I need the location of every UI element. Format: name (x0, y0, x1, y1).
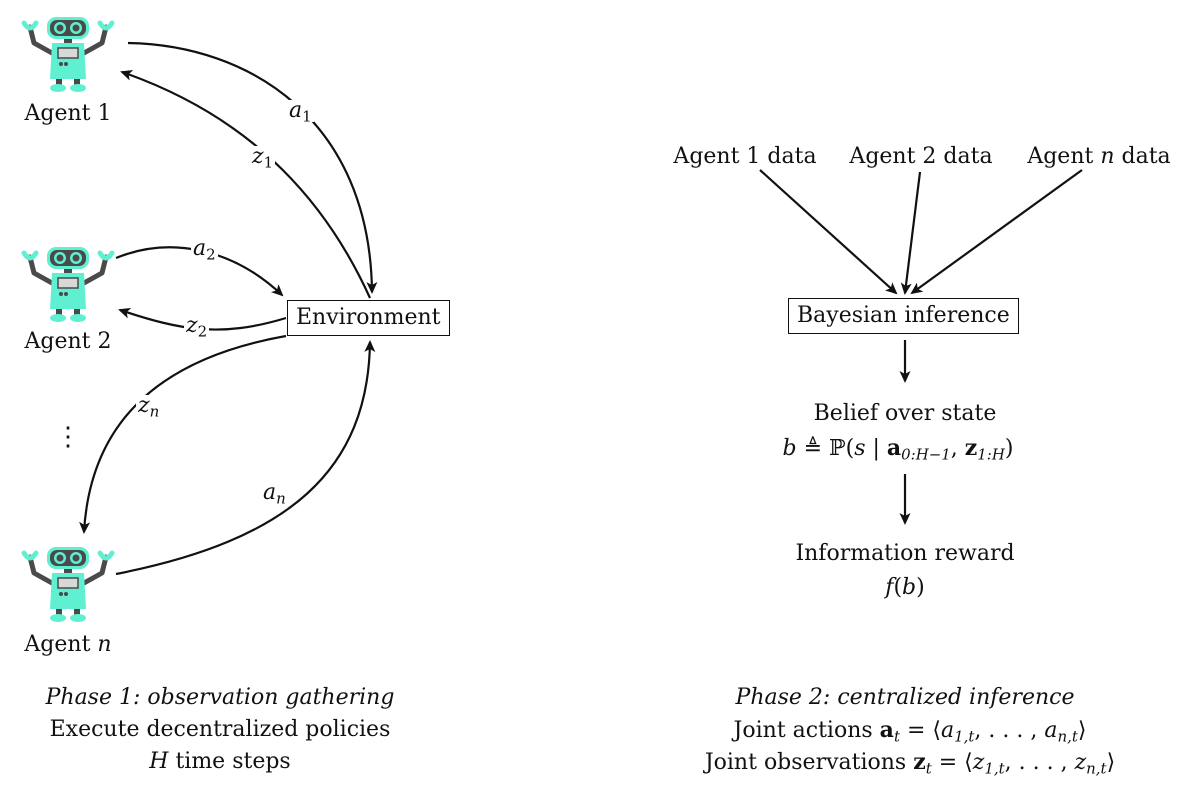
robot-icon-agent-1 (24, 17, 112, 92)
edge-agent2-data-to-inference (900, 171, 922, 295)
edge-agentn-data-to-inference (910, 169, 1083, 295)
edge-label-a2: a2 (191, 236, 218, 264)
phase2-caption-title: Phase 2: centralized inference (735, 685, 1075, 710)
phase2-caption-joint-observations: Joint observations zt = ⟨z1,t, . . . , z… (704, 749, 1116, 778)
agent-2-data-label: Agent 2 data (849, 144, 993, 169)
belief-title: Belief over state (813, 401, 997, 426)
edge-agent1-data-to-inference (759, 169, 898, 295)
belief-formula: b ≜ ℙ(s | a0:H−1, z1:H) (782, 435, 1014, 464)
edge-z1 (120, 70, 372, 299)
bayesian-inference-box: Bayesian inference (788, 298, 1019, 334)
phase2-caption-joint-actions: Joint actions at = ⟨a1,t, . . . , an,t⟩ (733, 717, 1087, 746)
robot-icon-agent-n (24, 547, 112, 622)
agents-ellipsis: ⋮ (55, 422, 81, 452)
edge-label-zn: zn (136, 393, 162, 421)
edge-zn (79, 334, 287, 534)
edge-label-a1: a1 (287, 98, 314, 126)
robot-icon-agent-2 (24, 247, 112, 322)
agent-1-label: Agent 1 (24, 101, 112, 126)
edge-label-z2: z2 (184, 313, 210, 341)
agent-n-label: Agent n (24, 632, 112, 657)
edge-label-z1: z1 (250, 144, 276, 172)
environment-box: Environment (287, 300, 450, 336)
reward-title: Information reward (795, 541, 1015, 566)
agent-n-data-label: Agent n data (1027, 144, 1171, 169)
agent-2-label: Agent 2 (24, 329, 112, 354)
phase1-caption-timesteps: H time steps (149, 749, 291, 774)
phase1-caption-title: Phase 1: observation gathering (45, 685, 395, 710)
agent-1-data-label: Agent 1 data (673, 144, 817, 169)
reward-formula: f(b) (885, 575, 925, 600)
edge-an (115, 340, 376, 576)
edge-label-an: an (261, 480, 288, 508)
phase1-caption-policies: Execute decentralized policies (49, 717, 391, 742)
